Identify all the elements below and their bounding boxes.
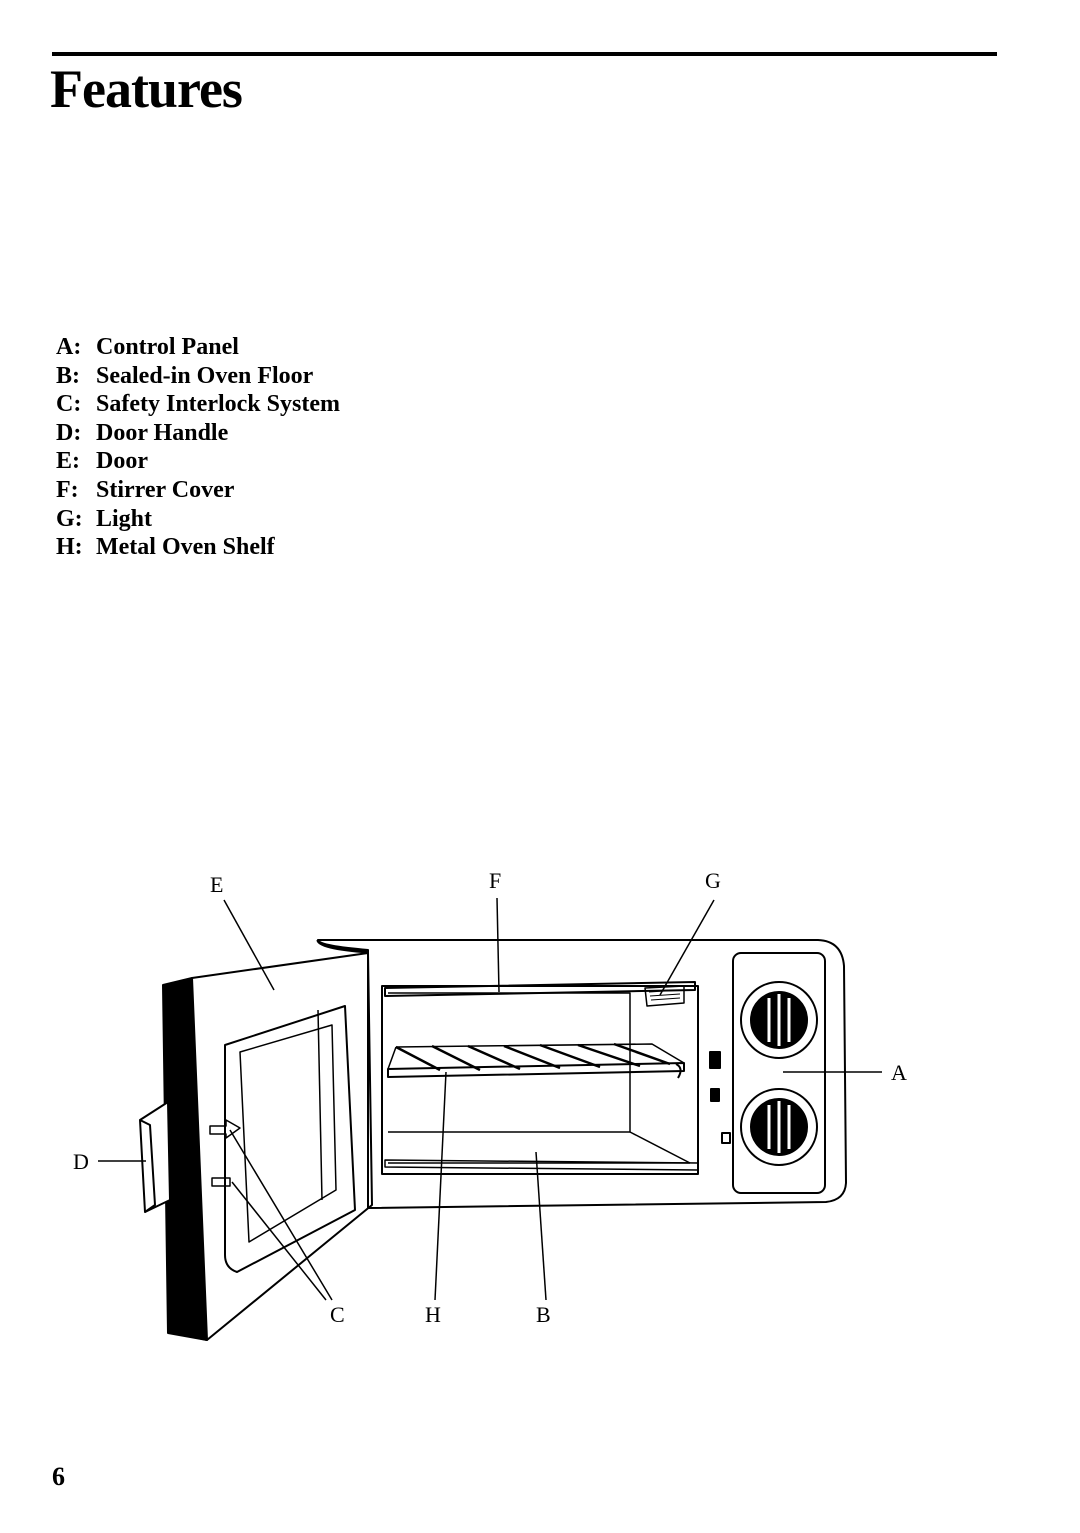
callout-e: E (210, 872, 223, 897)
interlock-hook-upper (209, 1119, 241, 1139)
legend-label: Stirrer Cover (96, 476, 235, 503)
leader-f (496, 897, 500, 993)
legend-key: F: (56, 476, 79, 503)
leader-c-upper (229, 1129, 333, 1301)
callout-c: C (330, 1302, 345, 1327)
legend-item-a: A: Control Panel (56, 333, 340, 362)
legend-item-b: B: Sealed-in Oven Floor (56, 362, 340, 391)
legend-key: G: (56, 505, 83, 532)
interlock-slot-upper (709, 1051, 721, 1069)
legend-label: Metal Oven Shelf (96, 534, 275, 561)
legend-label: Door (96, 448, 148, 475)
door-handle (139, 1101, 171, 1213)
interlock-hook-lower (211, 1177, 231, 1187)
page-title: Features (50, 59, 243, 119)
legend-item-c: C: Safety Interlock System (56, 390, 340, 419)
legend-key: D: (56, 419, 82, 446)
leader-c-lower (231, 1181, 327, 1301)
features-legend: A: Control Panel B: Sealed-in Oven Floor C… (56, 333, 340, 562)
callout-a: A (891, 1060, 907, 1085)
legend-key: B: (56, 362, 80, 389)
oven-shelf (387, 1062, 685, 1078)
legend-key: C: (56, 391, 82, 418)
callout-g: G (705, 868, 721, 893)
light (644, 985, 685, 1007)
interlock-slot-lower (710, 1088, 720, 1102)
oven-body (317, 939, 847, 1209)
microwave-diagram: E F G A D C H B (73, 868, 907, 1341)
leader-e (223, 899, 275, 991)
stirrer-cover (384, 981, 696, 997)
legend-item-f: F: Stirrer Cover (56, 476, 340, 505)
callout-d: D (73, 1149, 89, 1174)
door-edge (162, 977, 208, 1341)
legend-label: Safety Interlock System (96, 391, 340, 418)
legend-key: A: (56, 334, 82, 360)
oven-door (179, 952, 373, 1341)
door-window (224, 1005, 356, 1273)
leader-b (535, 1151, 547, 1301)
cavity-floor-perspective (388, 1131, 691, 1164)
oven-cavity (381, 985, 699, 1175)
power-dial (740, 1088, 818, 1166)
legend-key: H: (56, 534, 83, 561)
legend-item-g: G: Light (56, 505, 340, 534)
title-rule (52, 52, 997, 56)
oven-body-top-edge (316, 939, 369, 954)
leader-h (434, 1071, 447, 1301)
floor-rail (384, 1159, 699, 1171)
legend-item-h: H: Metal Oven Shelf (56, 533, 340, 562)
page-number: 6 (52, 1462, 65, 1491)
legend-key: E: (56, 448, 80, 475)
legend-item-d: D: Door Handle (56, 419, 340, 448)
callout-f: F (489, 868, 501, 893)
legend-label: Light (96, 505, 153, 532)
legend-label: Sealed-in Oven Floor (96, 362, 314, 389)
leader-g (659, 899, 715, 996)
control-panel (732, 952, 826, 1194)
legend-label: Control Panel (96, 334, 239, 360)
timer-dial (740, 981, 818, 1059)
callout-b: B (536, 1302, 551, 1327)
callout-h: H (425, 1302, 441, 1327)
legend-item-e: E: Door (56, 447, 340, 476)
legend-label: Door Handle (96, 419, 229, 446)
